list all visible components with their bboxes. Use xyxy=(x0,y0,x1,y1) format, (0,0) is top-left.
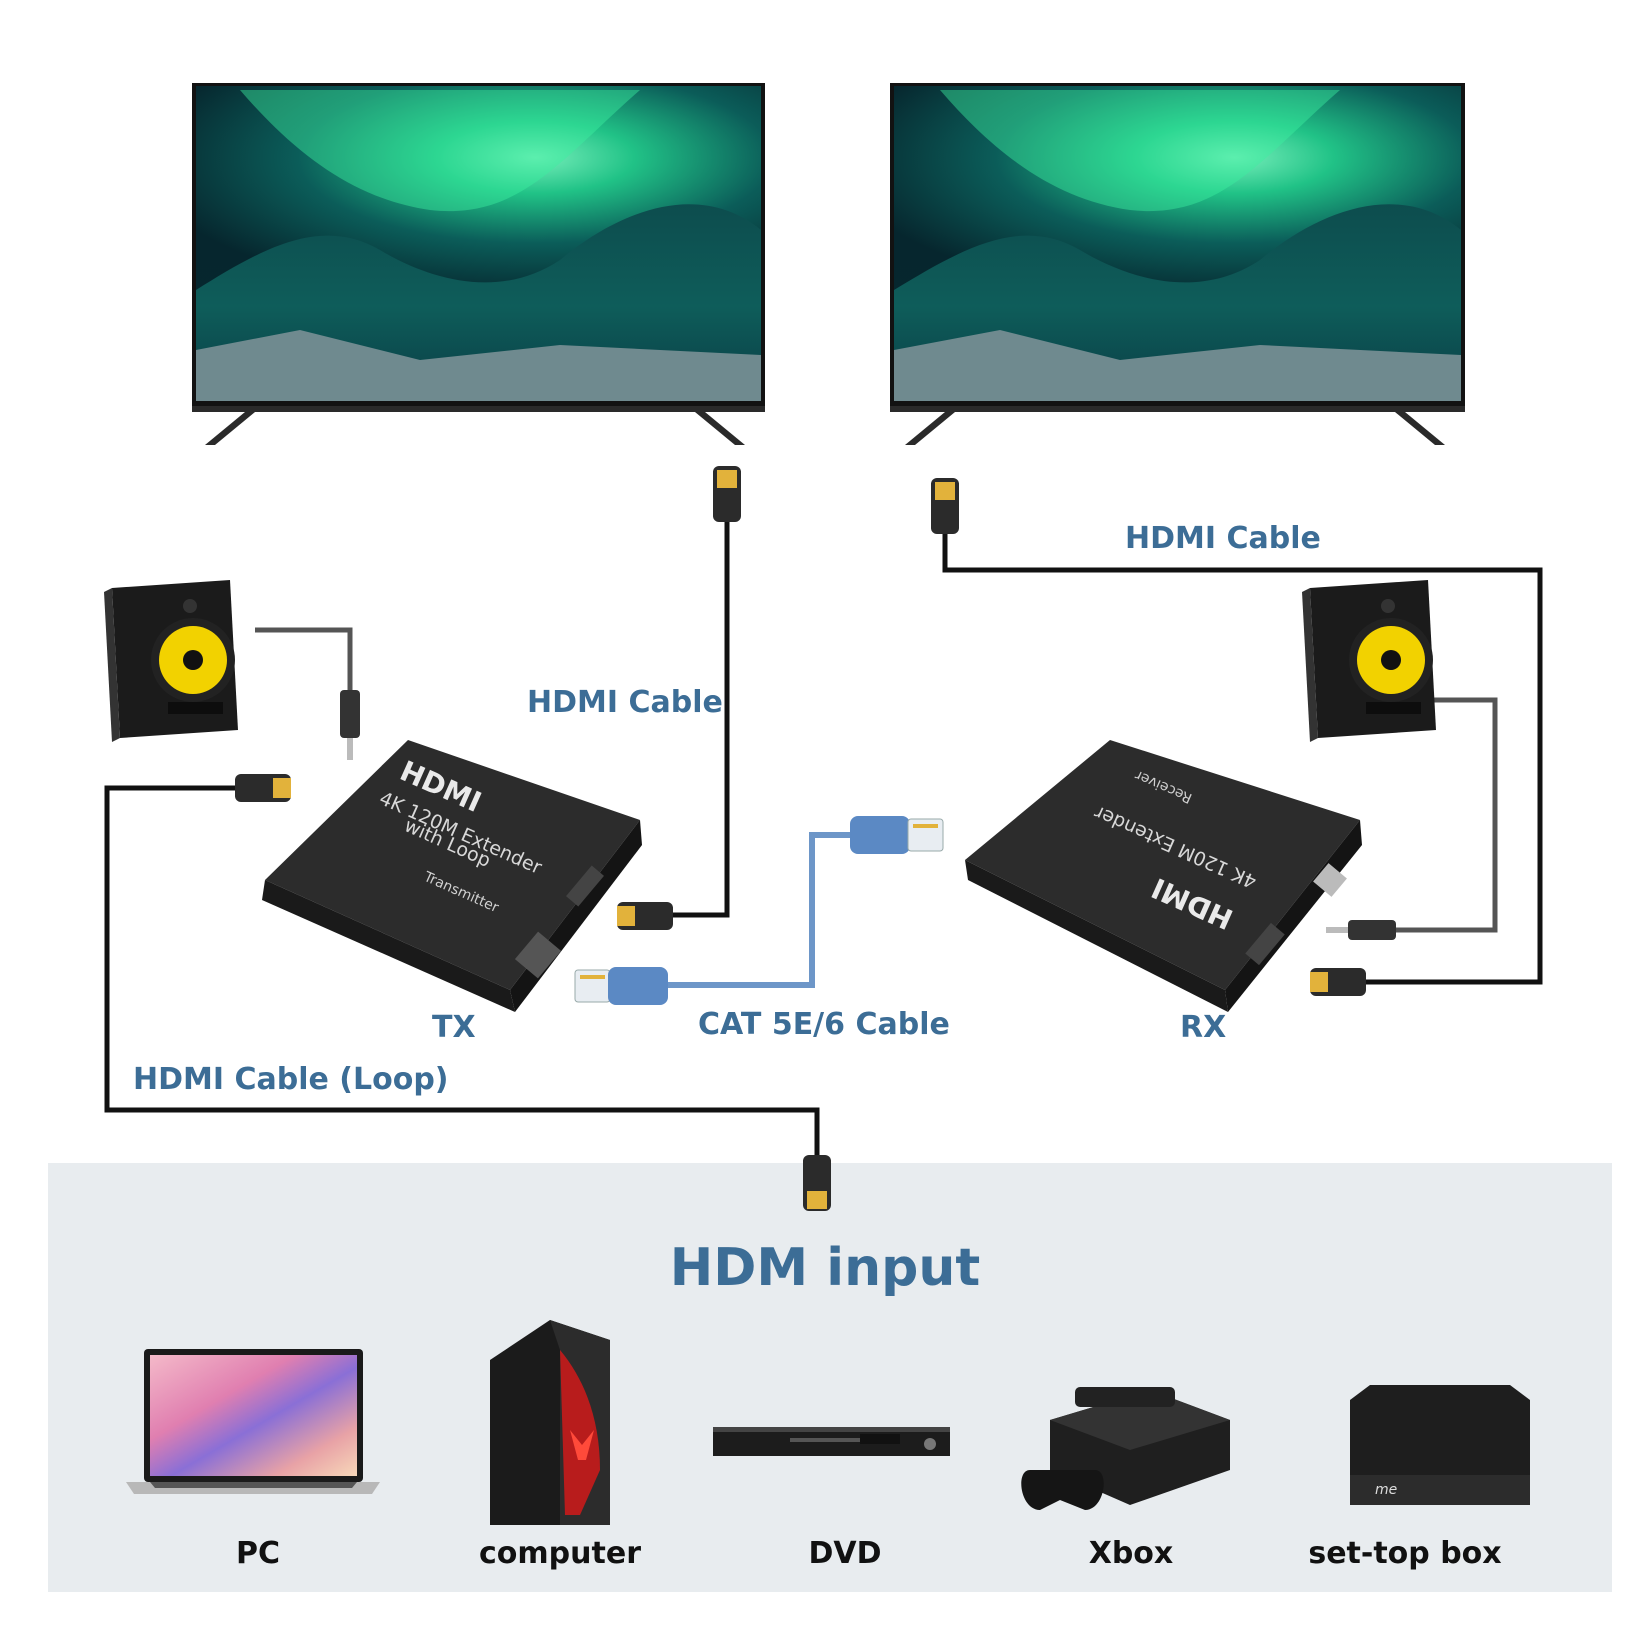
hdmi-cable-loop xyxy=(104,785,820,1155)
device-label-xbox: Xbox xyxy=(1088,1536,1174,1571)
speaker-left xyxy=(104,580,238,742)
device-label-dvd: DVD xyxy=(808,1536,882,1571)
hdmi-connector-tx-out xyxy=(617,902,673,930)
laptop-image xyxy=(126,1349,380,1494)
hdmi-cable-tv-right xyxy=(942,530,1543,985)
hdmi-connector-rx-out xyxy=(1310,968,1366,996)
tower-image xyxy=(490,1320,610,1525)
hdmi-connector-tv-right xyxy=(931,478,959,534)
audio-jack-left xyxy=(340,690,360,760)
label-hdmi-cable-loop: HDMI Cable (Loop) xyxy=(133,1062,449,1097)
hdmi-connector-tv-left xyxy=(713,466,741,522)
stb-logo: me xyxy=(1375,1482,1397,1498)
hdmi-connector-input xyxy=(803,1155,831,1211)
tv-right xyxy=(890,83,1465,445)
audio-cable-left xyxy=(255,627,353,690)
panel-title: HDM input xyxy=(669,1238,981,1298)
rj45-connector-rx xyxy=(850,816,944,854)
receiver-box: HDMI 4K 120M Extender Receiver xyxy=(965,740,1362,1012)
label-tx: TX xyxy=(432,1010,476,1045)
device-label-computer: computer xyxy=(479,1536,641,1571)
speaker-right xyxy=(1302,580,1436,742)
set-top-box-image: me xyxy=(1350,1385,1530,1505)
dvd-player-image xyxy=(713,1427,950,1456)
label-cat-cable: CAT 5E/6 Cable xyxy=(698,1007,950,1042)
hdmi-connector-tx-loop xyxy=(235,774,291,802)
hdmi-cable-tv-left xyxy=(672,520,730,918)
tv-left xyxy=(192,83,765,445)
device-label-set-top-box: set-top box xyxy=(1308,1536,1502,1571)
label-rx: RX xyxy=(1180,1010,1227,1045)
device-label-pc: PC xyxy=(235,1536,280,1571)
transmitter-box: HDMI 4K 120M Extender with Loop Transmit… xyxy=(262,740,642,1012)
audio-cable-right xyxy=(1395,697,1498,933)
label-hdmi-cable-mid: HDMI Cable xyxy=(527,685,723,720)
label-hdmi-cable-right: HDMI Cable xyxy=(1125,521,1321,556)
cat-cable xyxy=(668,832,850,988)
rj45-connector-tx xyxy=(574,967,668,1005)
audio-jack-right xyxy=(1326,920,1396,940)
xbox-image xyxy=(1021,1387,1230,1510)
